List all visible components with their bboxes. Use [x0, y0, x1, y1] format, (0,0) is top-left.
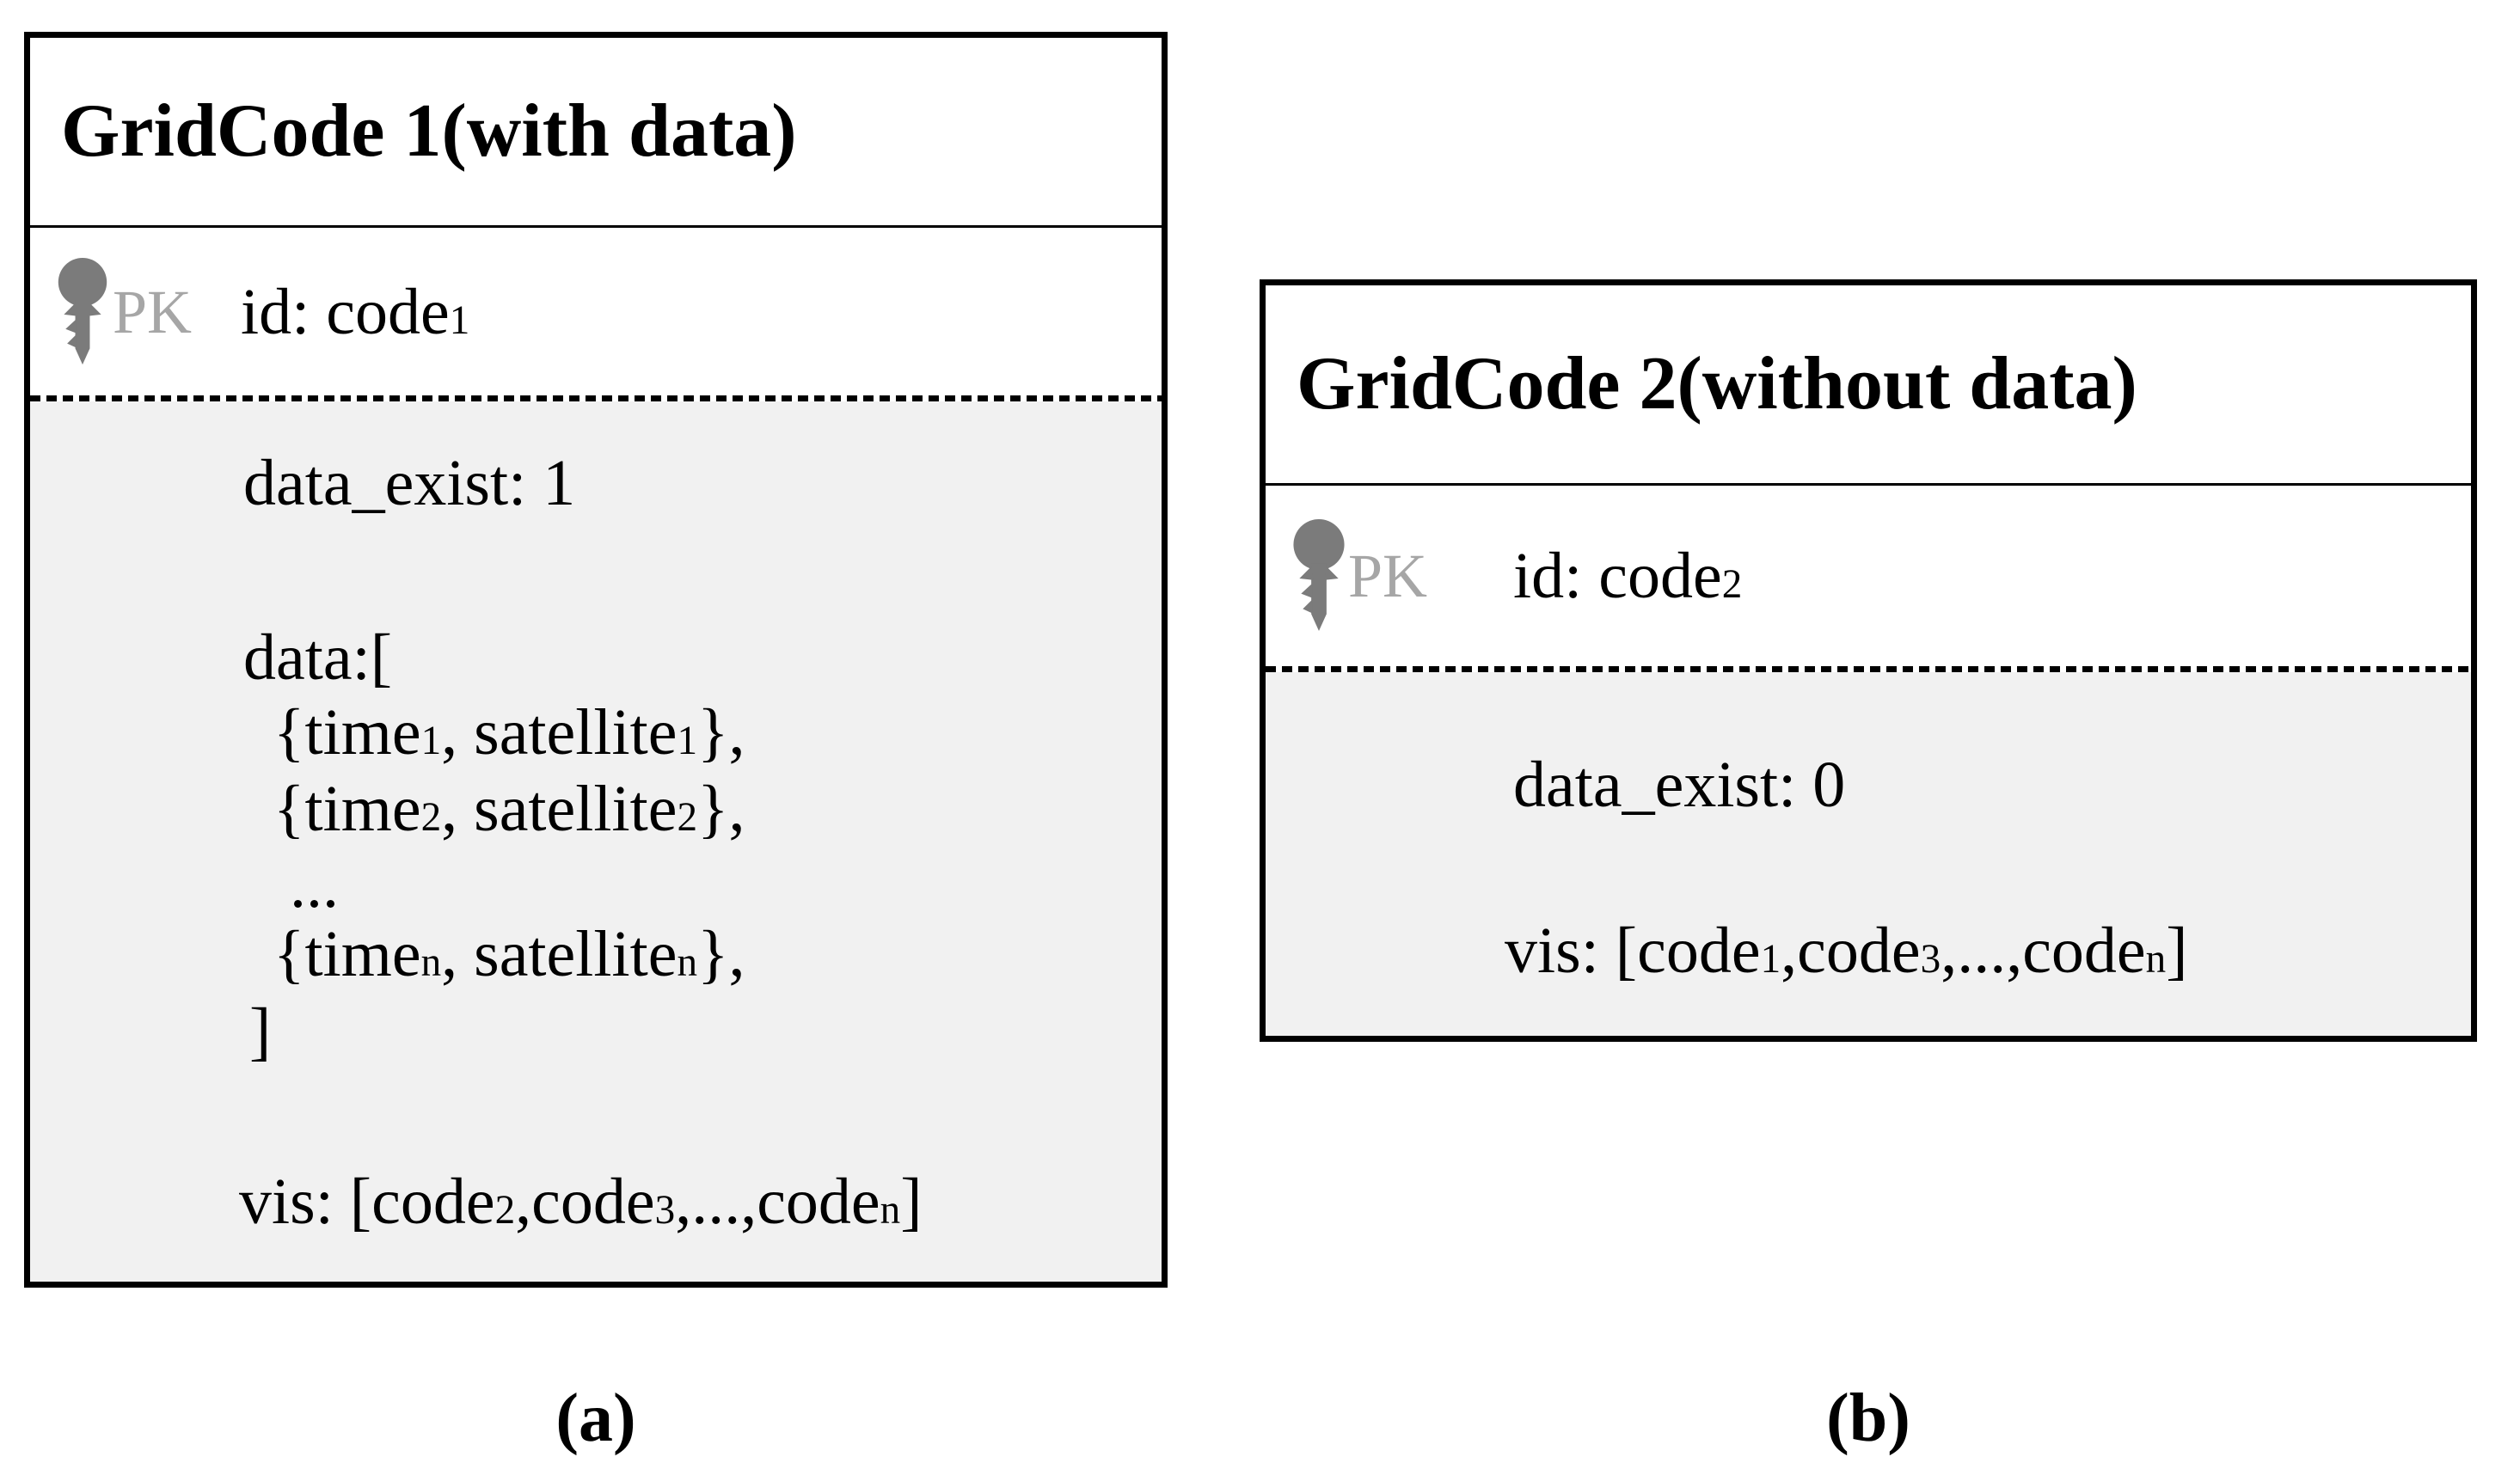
- dashed-separator: [1266, 666, 2471, 672]
- primary-key-row: PK id: code2: [1266, 486, 2471, 666]
- field-line-timen: {timen, satelliten},: [273, 918, 745, 990]
- dashed-separator: [30, 395, 1162, 401]
- field-line-ellipsis: ...: [290, 849, 339, 921]
- pk-label: PK: [1348, 542, 1428, 610]
- entity-title: GridCode 2(without data): [1297, 342, 2137, 425]
- pk-field: id: code2: [1513, 540, 1743, 612]
- field-line-vis: vis: [code2,code3,...,coden]: [239, 1166, 923, 1238]
- entity-title: GridCode 1(with data): [61, 89, 797, 173]
- pk-field: id: code1: [241, 275, 470, 348]
- entity-title-row: GridCode 2(without data): [1266, 285, 2471, 486]
- primary-key-icon: [1293, 519, 1345, 632]
- entity-body: data_exist: 1 data:[ {time1, satellite1}…: [30, 401, 1162, 1282]
- field-line-time1: {time1, satellite1},: [273, 696, 745, 768]
- field-line-data-open: data:[: [243, 621, 393, 694]
- caption-a: (a): [555, 1380, 636, 1456]
- entity-table-gridcode2: GridCode 2(without data) PK id: code2 da…: [1260, 279, 2477, 1042]
- caption-b: (b): [1826, 1380, 1910, 1456]
- entity-title-row: GridCode 1(with data): [30, 38, 1162, 228]
- field-line-data-exist: data_exist: 1: [243, 447, 576, 519]
- entity-table-gridcode1: GridCode 1(with data) PK id: code1 data_…: [24, 32, 1168, 1288]
- primary-key-row: PK id: code1: [30, 228, 1162, 395]
- field-line-time2: {time2, satellite2},: [273, 773, 745, 845]
- primary-key-icon: [58, 257, 107, 364]
- entity-body: data_exist: 0 vis: [code1,code3,...,code…: [1266, 672, 2471, 1036]
- field-line-vis: vis: [code1,code3,...,coden]: [1505, 915, 2188, 987]
- field-line-data-exist: data_exist: 0: [1513, 749, 1846, 821]
- field-line-data-close: ]: [249, 995, 272, 1068]
- pk-label: PK: [113, 277, 193, 346]
